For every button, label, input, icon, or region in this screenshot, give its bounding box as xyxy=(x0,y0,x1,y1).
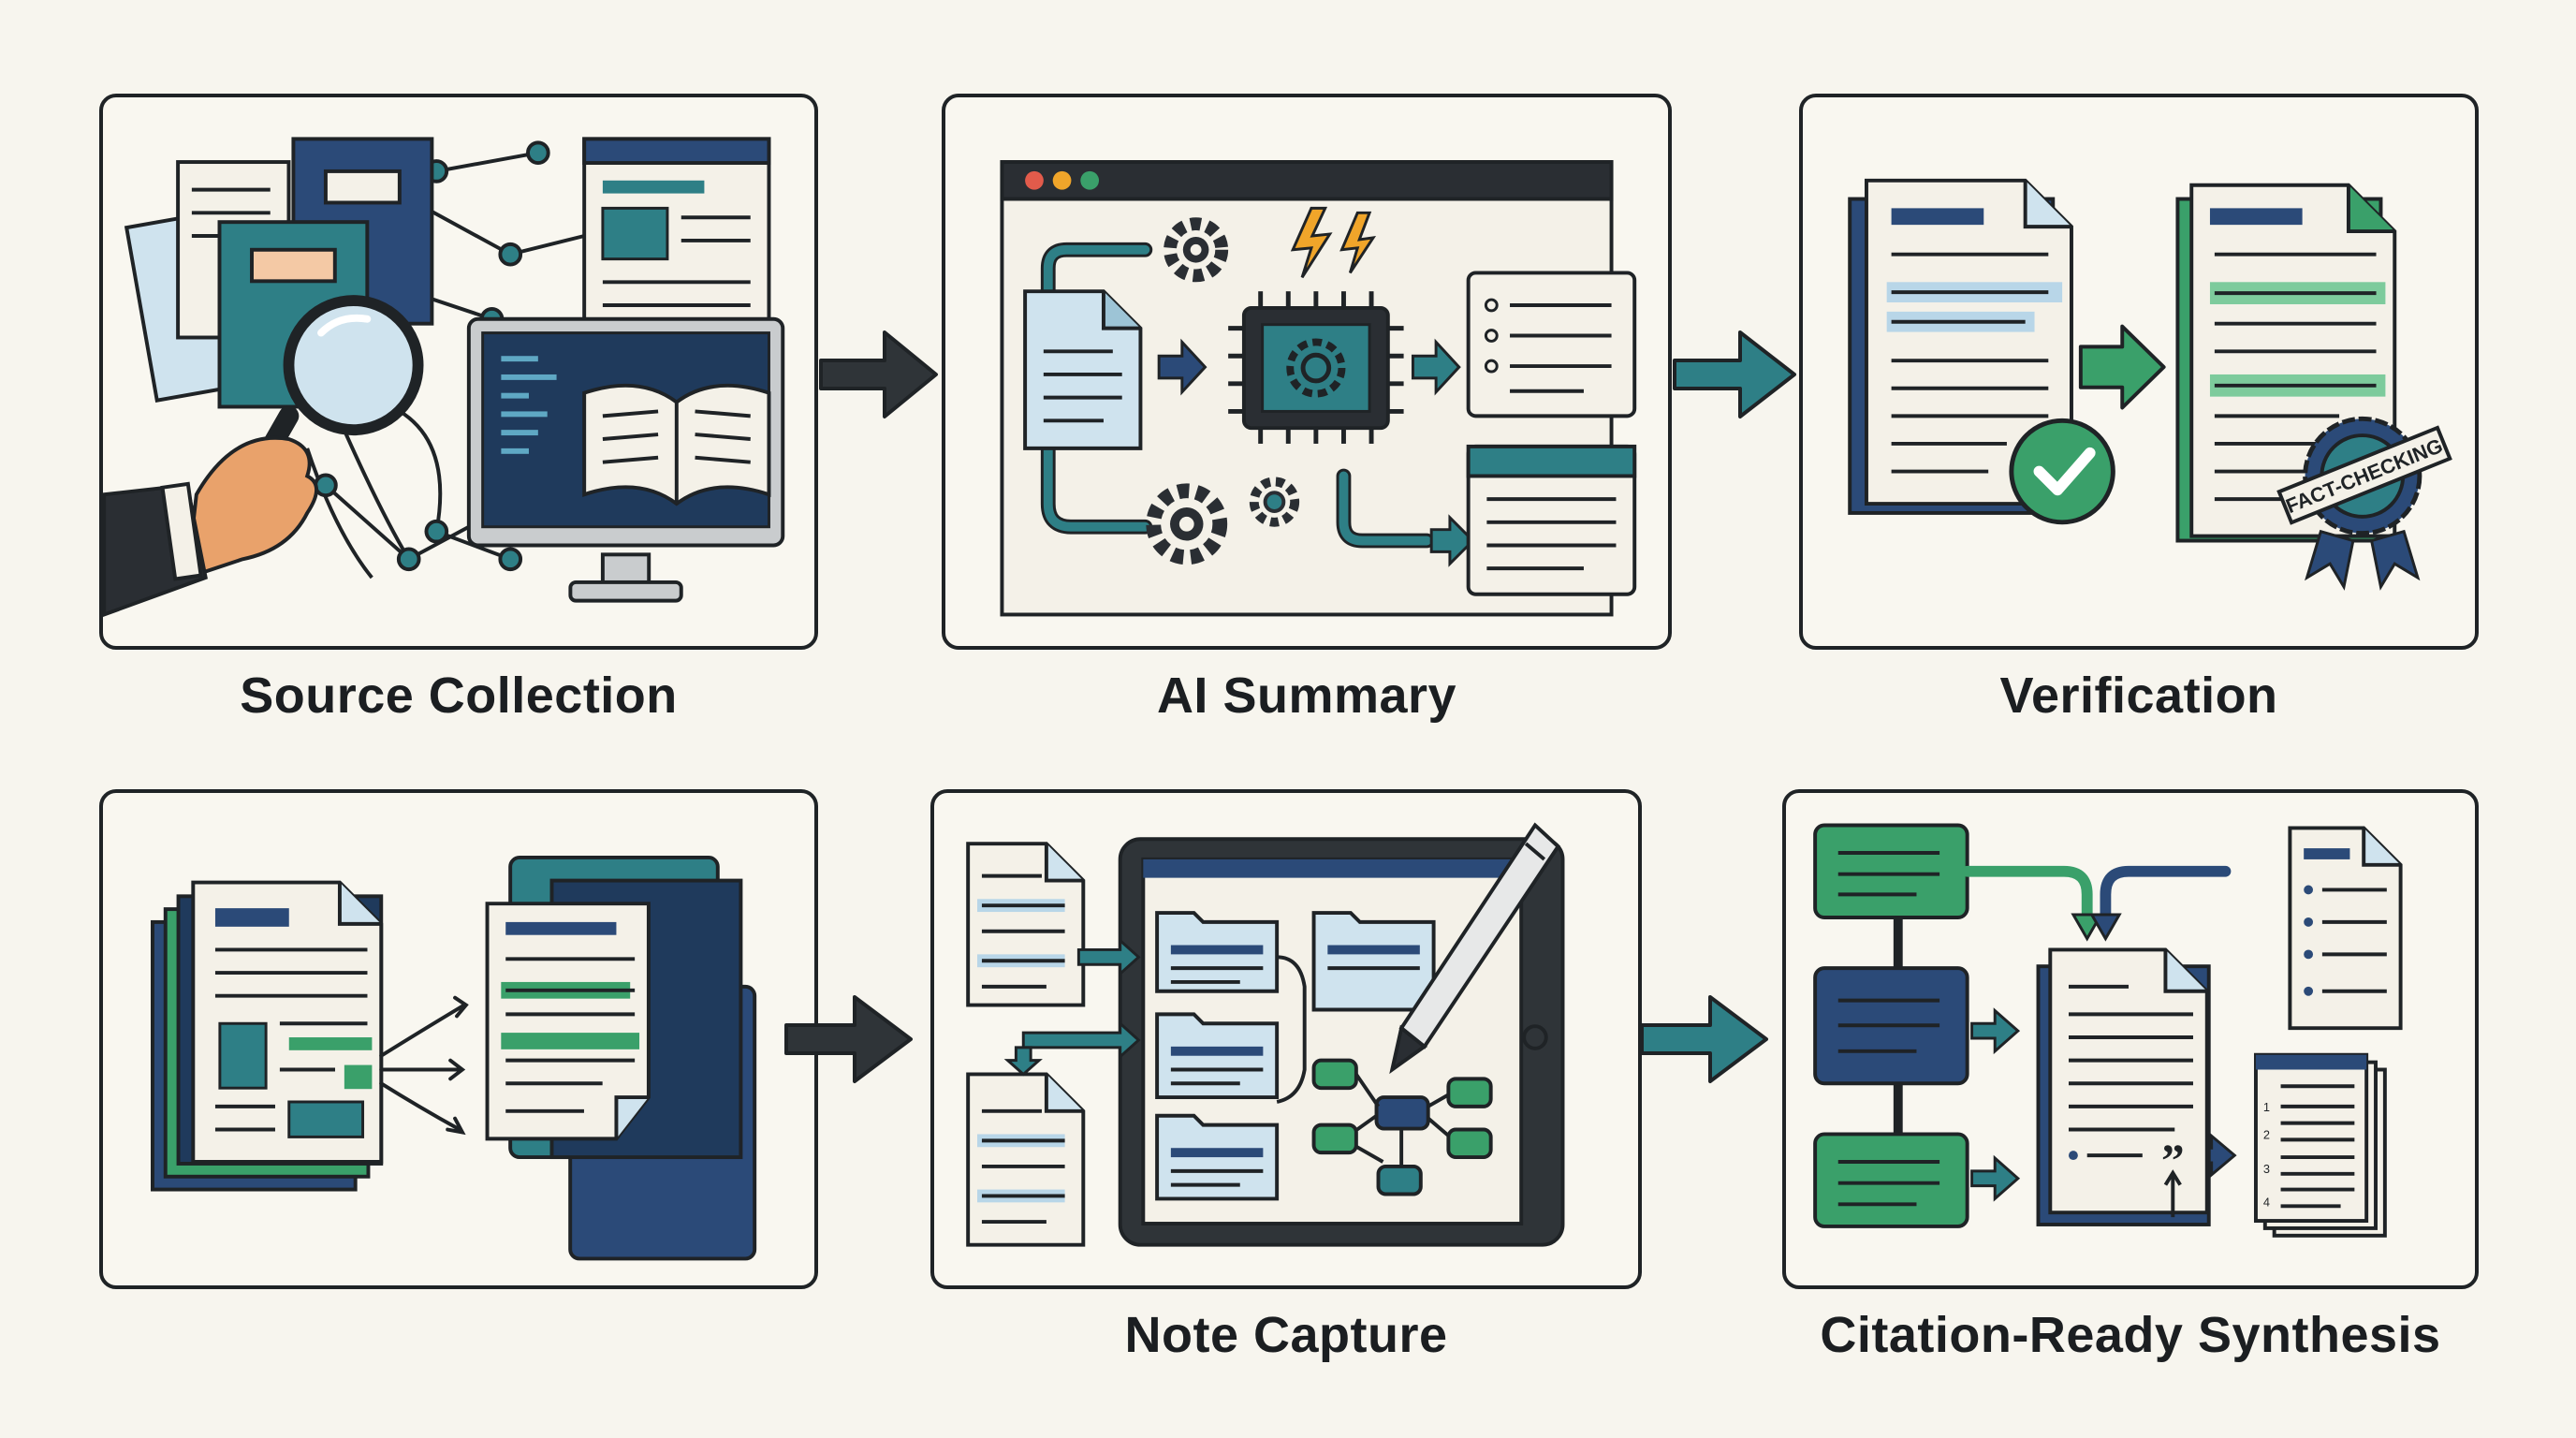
list-number: 4 xyxy=(2263,1195,2270,1209)
computer-monitor-icon xyxy=(466,316,785,603)
panel-source-collection xyxy=(99,94,818,650)
panel-note-capture xyxy=(930,789,1642,1289)
step-label-verification: Verification xyxy=(1999,668,2278,724)
step-label-ai-summary: AI Summary xyxy=(1156,668,1457,724)
folder-icon xyxy=(1155,911,1436,1201)
hand-icon xyxy=(103,435,319,617)
mind-map-icon xyxy=(1311,1058,1493,1196)
step-label-source-collection: Source Collection xyxy=(240,668,678,724)
document-icon xyxy=(966,842,1086,1247)
panel-verification: FACT-CHECKING xyxy=(1799,94,2479,650)
right-arrow-icon xyxy=(784,995,913,1083)
gear-icon xyxy=(1146,217,1300,565)
step-label-citation-ready-synthesis: Citation-Ready Synthesis xyxy=(1820,1307,2441,1363)
list-number: 1 xyxy=(2263,1100,2270,1114)
right-arrow-icon xyxy=(819,330,938,418)
document-stack-icon xyxy=(151,880,384,1192)
fact-checking-seal-icon: FACT-CHECKING xyxy=(2276,416,2452,591)
bibliography-icon: 1 2 3 4 xyxy=(2253,1052,2387,1238)
summary-list-card xyxy=(1466,271,1637,418)
panel-extraction xyxy=(99,789,818,1289)
panel-citation-ready-synthesis: ” 1 2 3 4 xyxy=(1782,789,2479,1289)
document-icon xyxy=(1023,289,1143,450)
flowchart-icon xyxy=(1813,823,1969,1228)
summary-text-card xyxy=(1466,444,1637,596)
list-number: 2 xyxy=(2263,1127,2270,1141)
list-number: 3 xyxy=(2263,1162,2270,1176)
note-folder-icon xyxy=(485,855,757,1261)
check-icon xyxy=(2009,418,2115,525)
stylus-icon xyxy=(1389,822,1561,1075)
ai-chip-icon xyxy=(1228,291,1404,444)
lightning-icon xyxy=(1290,206,1377,279)
panel-ai-summary xyxy=(942,94,1672,650)
right-arrow-icon xyxy=(1640,995,1768,1083)
step-label-note-capture: Note Capture xyxy=(1124,1307,1448,1363)
right-arrow-icon xyxy=(1673,330,1796,418)
checklist-document-icon xyxy=(2288,826,2403,1031)
synthesis-document-icon: ” xyxy=(2036,947,2211,1226)
